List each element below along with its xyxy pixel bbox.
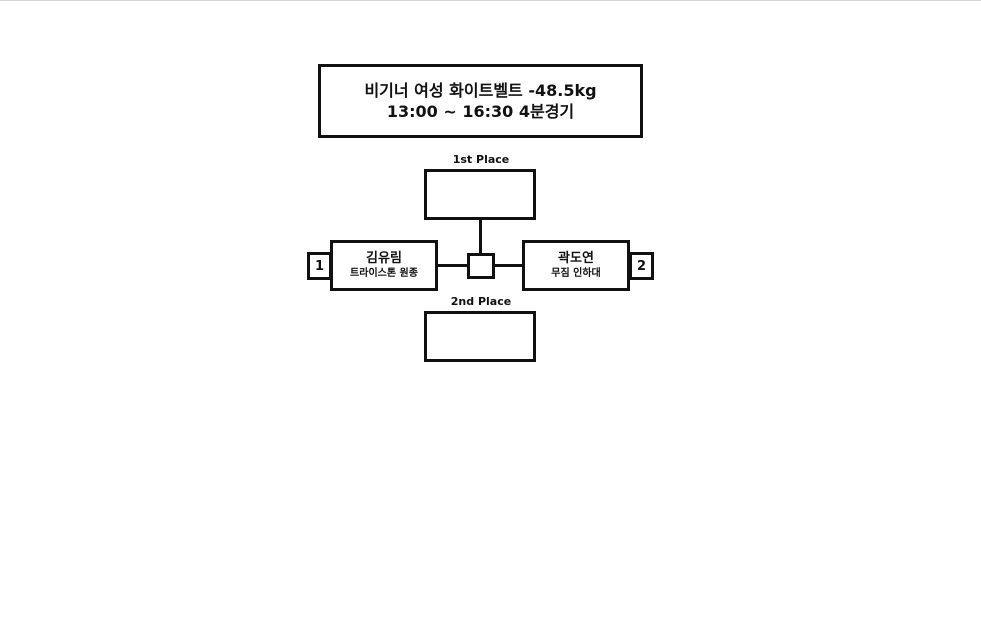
second-place-box: [424, 311, 536, 362]
player-slot-1: 김유림 트라이스톤 원종: [330, 240, 438, 291]
player-team: 트라이스톤 원종: [350, 267, 418, 279]
event-title-box: 비기너 여성 화이트벨트 -48.5kg 13:00 ~ 16:30 4분경기: [318, 64, 643, 138]
first-place-label: 1st Place: [452, 153, 510, 166]
player-team: 무짐 인하대: [551, 267, 601, 279]
player-slot-2: 곽도연 무짐 인하대: [522, 240, 630, 291]
connector-match-to-player2: [494, 264, 523, 267]
player-name: 곽도연: [558, 250, 594, 266]
final-match-box: [467, 253, 495, 279]
player-name: 김유림: [366, 250, 402, 266]
event-schedule: 13:00 ~ 16:30 4분경기: [386, 102, 575, 121]
seed-badge-1: 1: [307, 252, 332, 280]
connector-player1-to-match: [438, 264, 468, 267]
top-divider: [0, 0, 981, 1]
seed-badge-2: 2: [629, 252, 654, 280]
connector-final-to-first: [479, 219, 482, 254]
first-place-box: [424, 169, 536, 220]
second-place-label: 2nd Place: [450, 295, 512, 308]
event-title: 비기너 여성 화이트벨트 -48.5kg: [364, 81, 597, 100]
